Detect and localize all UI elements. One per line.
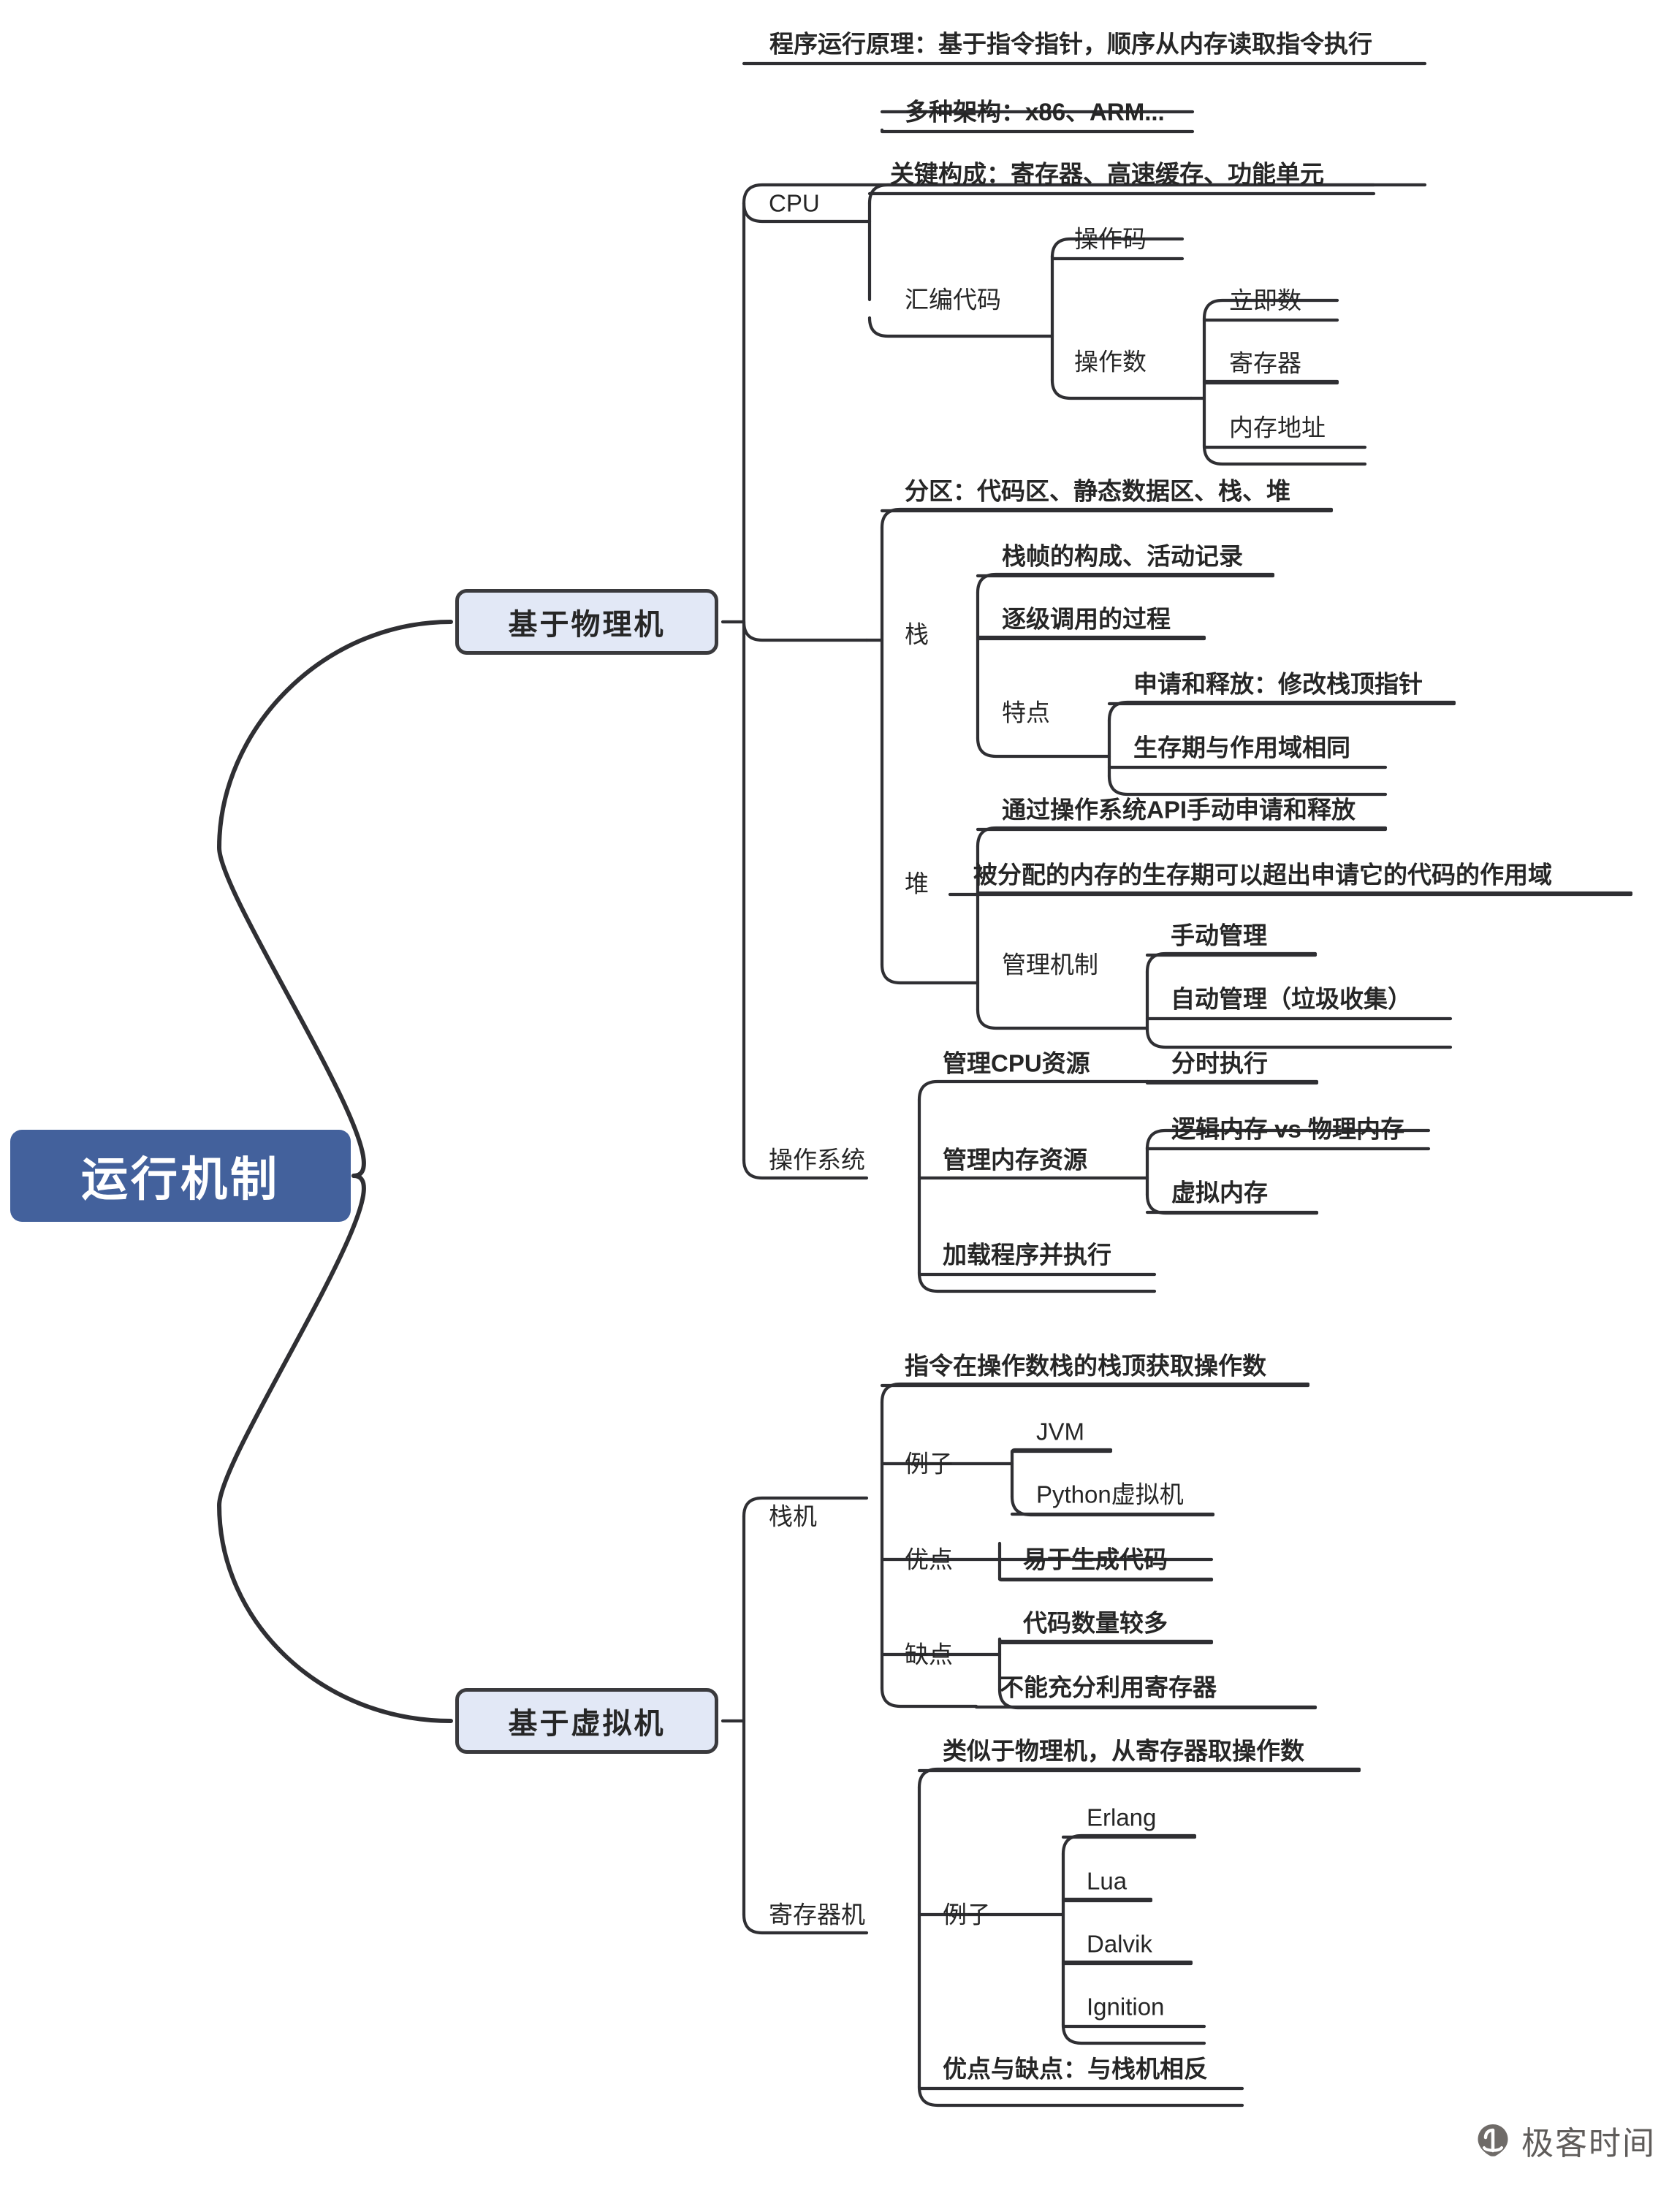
branch-connector [1050, 237, 1185, 259]
mindmap-label[interactable]: 管理机制 [1002, 951, 1098, 978]
level1-node-1[interactable]: 基于物理机 [455, 589, 718, 655]
mindmap-label[interactable]: 管理CPU资源 [943, 1049, 1090, 1077]
mindmap-label[interactable]: 缺点 [905, 1641, 953, 1668]
mindmap-label[interactable]: 逻辑内存 vs 物理内存 [1171, 1115, 1405, 1143]
branch-connector [742, 1158, 869, 1180]
mindmap-label[interactable]: 操作系统 [769, 1146, 865, 1174]
mindmap-label[interactable]: 指令在操作数栈的栈顶获取操作数 [905, 1352, 1266, 1380]
mindmap-label[interactable]: 寄存器机 [769, 1901, 865, 1928]
mindmap-label[interactable]: 内存地址 [1229, 414, 1326, 441]
geek-time-logo-icon [1478, 2124, 1508, 2156]
mindmap-label[interactable]: 被分配的内存的生存期可以超出申请它的代码的作用域 [973, 861, 1552, 889]
branch-connector [867, 183, 1376, 205]
mindmap-label[interactable]: Lua [1087, 1867, 1128, 1895]
mindmap-label[interactable]: 通过操作系统API手动申请和释放 [1002, 796, 1356, 824]
mindmap-label[interactable]: 栈帧的构成、活动记录 [1002, 542, 1243, 570]
branch-connector [742, 183, 1427, 205]
mindmap-label[interactable]: 申请和释放：修改栈顶指针 [1133, 670, 1423, 698]
mindmap-label[interactable]: 自动管理（垃圾收集） [1171, 985, 1412, 1013]
mindmap-label[interactable]: 程序运行原理：基于指令指针，顺序从内存读取指令执行 [769, 30, 1372, 58]
mindmap-label[interactable]: 堆 [905, 870, 929, 897]
mindmap-label[interactable]: 类似于物理机，从寄存器取操作数 [943, 1737, 1304, 1765]
branch-connector [742, 201, 872, 224]
mindmap-label[interactable]: 多种架构：x86、ARM... [905, 98, 1165, 126]
mindmap-label[interactable]: Ignition [1087, 1993, 1165, 2021]
mindmap-label[interactable]: Erlang [1087, 1804, 1157, 1831]
mindmap-label[interactable]: 不能充分利用寄存器 [1000, 1673, 1217, 1701]
branch-connector [880, 1686, 978, 1709]
mindmap-label[interactable]: Dalvik [1087, 1930, 1152, 1958]
mindmap-label[interactable]: 关键构成：寄存器、高速缓存、功能单元 [890, 160, 1324, 188]
mindmap-label[interactable]: 汇编代码 [905, 286, 1001, 313]
mindmap-label[interactable]: 分区：代码区、静态数据区、栈、堆 [905, 477, 1290, 505]
branch-connector [917, 1271, 1157, 1293]
branch-connector [1202, 444, 1367, 466]
level1-node-label: 基于虚拟机 [508, 1708, 666, 1740]
branch-connector [742, 1496, 869, 1519]
branch-connector [976, 736, 1111, 759]
mindmap-label[interactable]: Python虚拟机 [1036, 1481, 1184, 1508]
mindmap-label[interactable]: 栈机 [769, 1502, 817, 1530]
branch-connector [742, 620, 869, 642]
mindmap-label[interactable]: 加载程序并执行 [943, 1241, 1111, 1269]
mindmap-label[interactable]: CPU [769, 189, 820, 217]
branch-connector [917, 1079, 1149, 1102]
branch-connector [997, 1637, 1214, 1643]
branch-connector [880, 962, 980, 985]
mindmap-label[interactable]: 寄存器 [1229, 349, 1301, 377]
root-node-label: 运行机制 [81, 1153, 280, 1206]
branch-connector [742, 1912, 869, 1935]
branch-connector [917, 2085, 1244, 2108]
mindmap-label[interactable]: 例子 [943, 1901, 991, 1928]
mindmap-label[interactable]: 逐级调用的过程 [1002, 605, 1171, 633]
mindmap-label[interactable]: 操作数 [1074, 348, 1147, 376]
mindmap-label[interactable]: 优点与缺点：与栈机相反 [943, 2055, 1208, 2083]
mindmap-label[interactable]: 优点 [905, 1546, 953, 1573]
root-node[interactable]: 运行机制 [10, 1130, 351, 1222]
root-branch-connector [217, 1174, 453, 1723]
mindmap-label[interactable]: 特点 [1002, 699, 1050, 726]
mindmap-label[interactable]: 代码数量较多 [1023, 1609, 1168, 1637]
mindmap-label[interactable]: 易于生成代码 [1023, 1546, 1168, 1573]
mindmap-label[interactable]: 分时执行 [1171, 1049, 1268, 1077]
mindmap-label[interactable]: 操作码 [1074, 225, 1147, 253]
branch-connector [976, 1008, 1149, 1030]
mindmap-label[interactable]: 虚拟内存 [1171, 1179, 1268, 1206]
mindmap-label[interactable]: 管理内存资源 [943, 1146, 1087, 1174]
mindmap-label[interactable]: 立即数 [1229, 286, 1301, 314]
level1-node-2[interactable]: 基于虚拟机 [455, 1688, 718, 1754]
branch-connector [1107, 774, 1388, 797]
mindmap-label[interactable]: 例子 [905, 1450, 953, 1478]
mindmap-label[interactable]: JVM [1036, 1418, 1084, 1445]
branch-connector [1145, 1027, 1453, 1049]
mindmap-label[interactable]: 栈 [905, 620, 929, 648]
branch-connector [1202, 298, 1339, 321]
root-branch-connector [217, 620, 453, 1178]
watermark-label: 极客时间 [1521, 2126, 1656, 2162]
mindmap-label[interactable]: 手动管理 [1171, 921, 1267, 949]
branch-connector [1061, 2023, 1206, 2045]
branch-connector [867, 316, 1054, 338]
watermark: 极客时间 [1475, 2117, 1656, 2164]
mindmap-label[interactable]: 生存期与作用域相同 [1133, 734, 1350, 761]
level1-node-label: 基于物理机 [508, 609, 666, 641]
branch-connector [1050, 378, 1193, 400]
branch-connector [1145, 1128, 1431, 1151]
